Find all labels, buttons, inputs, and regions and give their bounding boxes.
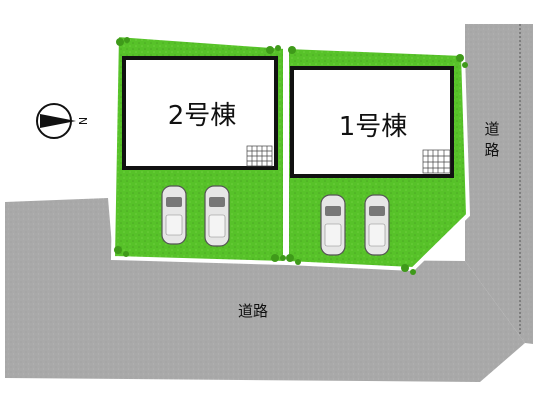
south-road xyxy=(5,198,525,382)
north-indicator-symbol: N xyxy=(76,117,89,125)
building-2-entrance-grid xyxy=(246,145,273,167)
car-icon xyxy=(320,194,346,256)
east-road-label-top: 道 xyxy=(484,120,499,138)
car-icon xyxy=(161,185,187,245)
building-2-label: 2号棟 xyxy=(168,101,237,131)
east-road-label-bottom: 路 xyxy=(484,141,499,159)
building-1-label: 1号棟 xyxy=(339,112,408,142)
car-icon xyxy=(204,185,230,247)
south-road-label: 道路 xyxy=(238,302,268,320)
shrubs xyxy=(114,37,468,275)
building-1-entrance-grid xyxy=(422,149,451,174)
north-arrow-icon: N xyxy=(36,103,89,139)
east-road xyxy=(465,24,533,344)
car-icon xyxy=(364,194,390,256)
